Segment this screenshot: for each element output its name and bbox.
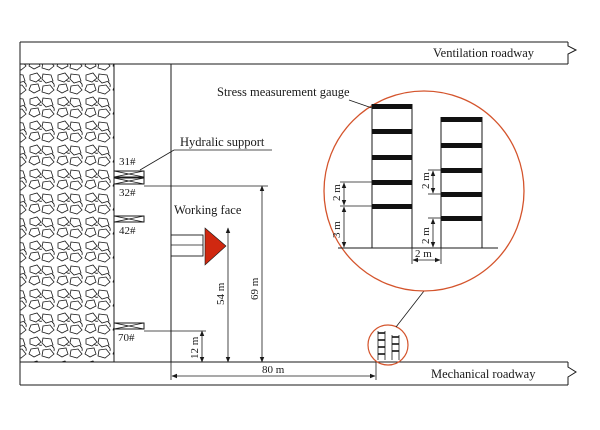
hydraulic-support-callout: Hydralic support (139, 135, 272, 171)
gauge-column-right (440, 117, 483, 248)
support-32-label: 32# (119, 187, 136, 199)
gauge-column-left (371, 104, 413, 248)
ventilation-roadway-label: Ventilation roadway (433, 46, 535, 60)
hydraulic-support-31: 31# (113, 156, 145, 178)
dimension-80m-label: 80 m (262, 364, 285, 376)
gauge-band (372, 180, 412, 185)
gauge-band (372, 104, 412, 109)
zoom-connector-line (395, 290, 425, 328)
advance-arrow-head (204, 227, 227, 266)
mechanical-roadway: Mechanical roadway (19, 361, 577, 386)
dimension-69m: 69 m (144, 185, 268, 363)
hydraulic-support-70: 70# (113, 322, 145, 344)
advance-direction-arrow (170, 227, 227, 266)
hydraulic-support-42: 42# (113, 215, 145, 237)
dimension-69m-label: 69 m (249, 277, 261, 300)
dimension-54m: 54 m (215, 227, 231, 363)
ventilation-roadway: Ventilation roadway (19, 41, 578, 65)
dimension-54m-label: 54 m (215, 282, 227, 305)
dimension-12m-label: 12 m (189, 336, 201, 359)
gauge-band (441, 192, 482, 197)
gauge-band (372, 155, 412, 160)
gauge-band (441, 168, 482, 173)
gauge-left-spacing-label: 2 m (331, 184, 343, 201)
gauge-left-offset-label: 3 m (331, 221, 343, 238)
support-31-label: 31# (119, 156, 136, 168)
stress-gauge-leader (348, 99, 373, 109)
gauge-right-spacing-dim: 2 m (420, 169, 441, 195)
dimension-12m: 12 m (144, 330, 206, 363)
hydraulic-support-label: Hydralic support (180, 135, 265, 149)
gauge-right-offset-label: 2 m (420, 227, 432, 244)
gauge-band (372, 129, 412, 134)
gauge-band (441, 216, 482, 221)
gauge-band (441, 143, 482, 148)
gauge-column-gap-dim: 2 m (411, 248, 442, 264)
dimension-80m: 80 m (170, 362, 377, 380)
gauge-band (372, 204, 412, 209)
gauge-band (441, 117, 482, 122)
stress-gauge-label: Stress measurement gauge (217, 85, 350, 99)
gauge-left-spacing-dim: 2 m (331, 181, 372, 207)
support-70-label: 70# (118, 332, 135, 344)
goaf-caved-zone (19, 63, 115, 363)
gauge-left-offset-dim: 3 m (331, 206, 347, 248)
gauge-detail-circle: Stress measurement gauge (217, 85, 525, 292)
gauge-location-marker (367, 290, 425, 366)
mechanical-roadway-label: Mechanical roadway (431, 367, 536, 381)
hydraulic-support-32: 32# (113, 177, 145, 199)
gauge-column-gap-label: 2 m (415, 248, 432, 260)
gauge-right-spacing-label: 2 m (420, 172, 432, 189)
working-face-label: Working face (174, 203, 242, 217)
gauge-right-offset-dim: 2 m (420, 217, 441, 248)
support-42-label: 42# (119, 225, 136, 237)
